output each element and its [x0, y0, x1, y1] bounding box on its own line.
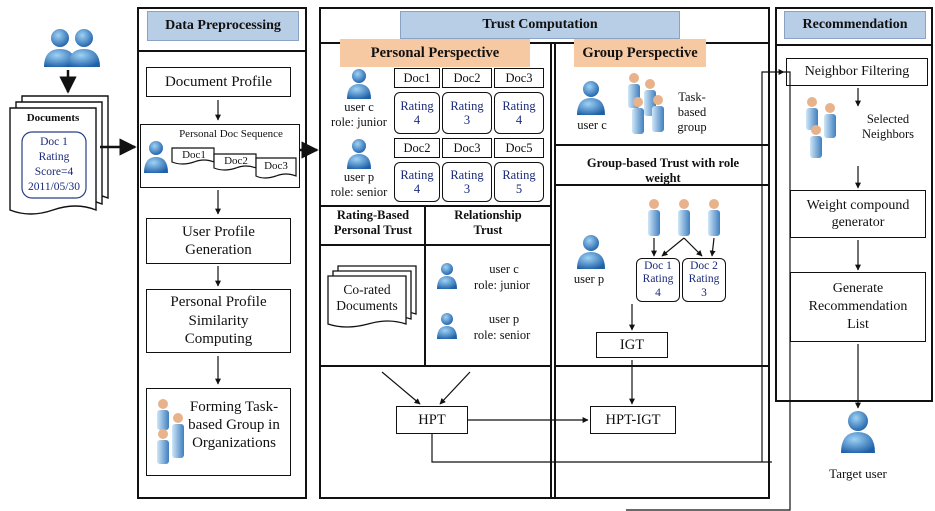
documents-line-2: Rating — [38, 151, 70, 163]
divider — [319, 365, 552, 367]
task-group-label: Task-based group — [677, 90, 707, 134]
document-profile-box: Document Profile — [146, 67, 291, 97]
weight-generator-box: Weight compound generator — [790, 190, 926, 238]
group-perspective-header: Group Perspective — [574, 39, 706, 67]
group-user-p-icon — [576, 234, 606, 270]
trust-computation-header: Trust Computation — [400, 11, 680, 39]
rel-user-p-label: user p — [488, 312, 520, 326]
row1-rating-1: Rating 4 — [394, 92, 440, 134]
group-doc-1: Doc 1 Rating 4 — [636, 258, 680, 302]
group-trust-label: Group-based Trust with role weight — [586, 156, 740, 185]
row2-doc-2: Doc3 — [442, 138, 492, 158]
user-p-icon — [346, 138, 372, 170]
doc-sequence-label: Personal Doc Sequence — [179, 128, 283, 140]
rel-user-p-icon — [436, 312, 458, 340]
documents-line-1: Doc 1 — [40, 136, 68, 148]
seq-doc-3: Doc3 — [264, 160, 288, 172]
generate-list-label: Generate Recommendation List — [808, 280, 908, 333]
divider — [554, 42, 556, 499]
data-preprocessing-header: Data Preprocessing — [147, 11, 299, 41]
divider — [319, 42, 770, 44]
documents-stack: Documents Doc 1 Rating Score=4 2011/05/3… — [8, 94, 110, 218]
igt-label: IGT — [619, 336, 645, 353]
selected-neighbors-icon — [800, 96, 844, 160]
group-doc-2: Doc 2 Rating 3 — [682, 258, 726, 302]
divider — [137, 50, 307, 52]
user-icon — [143, 140, 169, 174]
user-c-label: user c — [344, 100, 374, 114]
divider — [554, 144, 770, 146]
forming-group-box — [146, 388, 291, 476]
divider — [554, 184, 770, 186]
rel-user-c-icon — [436, 262, 458, 290]
similarity-label: Personal Profile Similarity Computing — [170, 293, 267, 348]
hpt-igt-box: HPT-IGT — [590, 406, 676, 434]
selected-neighbors-label: Selected Neighbors — [861, 112, 915, 141]
row2-rating-2: Rating 3 — [442, 162, 492, 202]
divider — [554, 365, 770, 367]
rating-based-trust-label: Rating-Based Personal Trust — [333, 208, 413, 237]
rel-user-p-role: role: senior — [473, 328, 531, 342]
personal-perspective-header: Personal Perspective — [340, 39, 530, 67]
divider — [775, 44, 933, 46]
user-profile-box: User Profile Generation — [146, 218, 291, 264]
user-profile-label: User Profile Generation — [182, 224, 255, 258]
rel-user-c-role: role: junior — [474, 278, 530, 292]
group-user-p-label: user p — [573, 272, 605, 286]
divider — [319, 205, 552, 207]
doc-sequence-shapes: Doc1 Doc2 Doc3 — [170, 144, 298, 184]
row2-doc-1: Doc2 — [394, 138, 440, 158]
rel-user-c-label: user c — [489, 262, 519, 276]
group-icon — [152, 398, 188, 468]
role-people-icons — [642, 198, 726, 242]
user-p-role: role: senior — [330, 185, 388, 199]
neighbor-filtering-box: Neighbor Filtering — [786, 58, 928, 86]
neighbor-filtering-label: Neighbor Filtering — [804, 64, 910, 79]
relationship-trust-label: Relationship Trust — [454, 208, 522, 237]
group-user-c-label: user c — [577, 118, 607, 132]
row1-rating-2: Rating 3 — [442, 92, 492, 134]
target-user-icon — [840, 410, 876, 454]
divider — [550, 42, 552, 499]
row1-doc-1: Doc1 — [394, 68, 440, 88]
user-group-icon — [36, 27, 108, 69]
hpt-label: HPT — [418, 411, 446, 428]
row1-doc-3: Doc3 — [494, 68, 544, 88]
row1-doc-2: Doc2 — [442, 68, 492, 88]
row2-rating-1: Rating 4 — [394, 162, 440, 202]
documents-line-4: 2011/05/30 — [28, 181, 80, 193]
divider — [424, 205, 426, 366]
similarity-box: Personal Profile Similarity Computing — [146, 289, 291, 353]
user-p-label: user p — [343, 170, 375, 184]
igt-box: IGT — [596, 332, 668, 358]
documents-line-3: Score=4 — [34, 166, 74, 178]
seq-doc-2: Doc2 — [224, 155, 248, 167]
seq-doc-1: Doc1 — [182, 149, 206, 161]
row1-rating-3: Rating 4 — [494, 92, 544, 134]
co-rated-documents-stack: Co-rated Documents — [326, 264, 418, 328]
recommendation-header: Recommendation — [784, 11, 926, 39]
forming-group-label: Forming Task-based Group in Organization… — [188, 399, 280, 451]
co-rated-label: Co-rated Documents — [336, 282, 398, 313]
group-user-c-icon — [576, 80, 606, 116]
target-user-label: Target user — [829, 466, 887, 481]
divider — [319, 244, 552, 246]
row2-doc-3: Doc5 — [494, 138, 544, 158]
hpt-igt-label: HPT-IGT — [605, 411, 661, 428]
task-group-icon — [624, 72, 668, 136]
row2-rating-3: Rating 5 — [494, 162, 544, 202]
hpt-box: HPT — [396, 406, 468, 434]
documents-title: Documents — [26, 112, 80, 124]
trust-computation-panel — [319, 7, 770, 499]
user-c-role: role: junior — [331, 115, 387, 129]
user-c-icon — [346, 68, 372, 100]
weight-generator-label: Weight compound generator — [806, 197, 910, 231]
document-profile-label: Document Profile — [164, 73, 273, 90]
